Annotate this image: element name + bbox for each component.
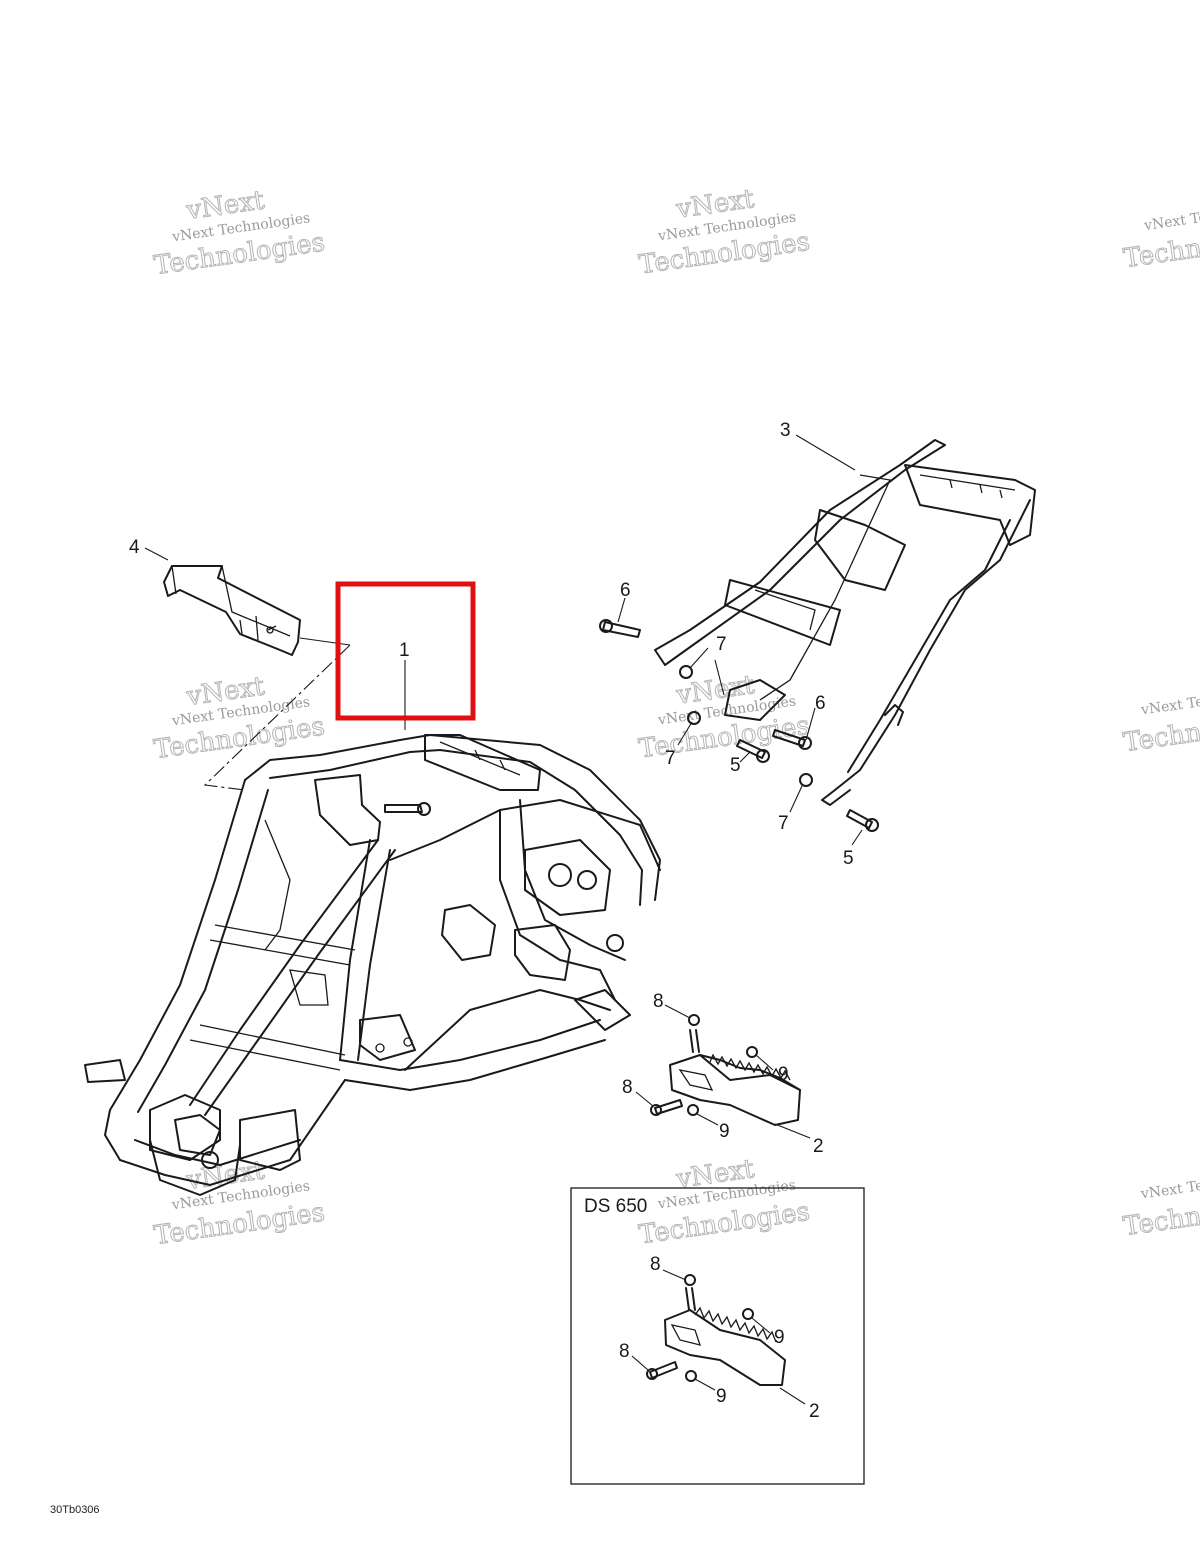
callout-8-left: 8 bbox=[622, 1077, 633, 1098]
part-3-subframe bbox=[654, 439, 1036, 806]
watermark-text: vNext Technologies bbox=[1139, 683, 1200, 718]
callout-8-inset-top: 8 bbox=[650, 1254, 661, 1275]
part-1-main-frame bbox=[84, 637, 661, 1196]
callout-7-upper: 7 bbox=[716, 634, 727, 655]
callout-3: 3 bbox=[780, 420, 791, 441]
leader-lines bbox=[144, 434, 863, 1405]
callout-2-main: 2 bbox=[813, 1136, 824, 1157]
callout-7-left: 7 bbox=[665, 748, 676, 769]
callout-6-lower: 6 bbox=[815, 693, 826, 714]
part-4-bracket bbox=[163, 565, 301, 656]
watermark-text: vNext Technologies bbox=[1142, 199, 1200, 234]
watermark-mid-center: vNext vNext Technologies Technologies bbox=[636, 670, 812, 765]
callout-1: 1 bbox=[399, 640, 410, 661]
watermark-mid-right: vNext Technologies Technologies bbox=[1121, 683, 1200, 758]
callout-9-inset-lower: 9 bbox=[716, 1386, 727, 1407]
watermark-bottom-right: vNext Technologies Technologies bbox=[1121, 1167, 1200, 1242]
watermark-text: vNext Technologies bbox=[1139, 1167, 1200, 1202]
watermark-top-left: vNext vNext Technologies Technologies bbox=[152, 185, 328, 282]
callout-4: 4 bbox=[129, 537, 140, 558]
highlight-box-part-1 bbox=[335, 581, 476, 721]
inset-title: DS 650 bbox=[584, 1196, 647, 1217]
callout-2-inset: 2 bbox=[809, 1401, 820, 1422]
watermark-top-right: vNext Technologies Technologies bbox=[1121, 199, 1200, 275]
inset-ds650: DS 650 bbox=[570, 1187, 865, 1485]
watermark-top-center: vNext vNext Technologies Technologies bbox=[637, 184, 813, 281]
callout-6-upper: 6 bbox=[620, 580, 631, 601]
drawing-code: 30Tb0306 bbox=[50, 1504, 100, 1516]
callout-7-lower: 7 bbox=[778, 813, 789, 834]
callout-5-left: 5 bbox=[730, 755, 741, 776]
callouts: 1 4 3 6 7 6 7 5 7 5 8 8 9 9 2 8 8 9 9 2 bbox=[129, 420, 854, 1422]
watermark-mid-left: vNext vNext Technologies Technologies bbox=[151, 671, 327, 766]
callout-9-right: 9 bbox=[778, 1064, 789, 1085]
callout-8-inset-left: 8 bbox=[619, 1341, 630, 1362]
callout-9-inset-right: 9 bbox=[774, 1327, 785, 1348]
callout-5-lower: 5 bbox=[843, 848, 854, 869]
watermark-bottom-left: vNext vNext Technologies Technologies bbox=[152, 1155, 328, 1252]
inset-footrest bbox=[646, 1274, 786, 1386]
fasteners-subframe bbox=[599, 619, 879, 832]
callout-9-lower: 9 bbox=[719, 1121, 730, 1142]
part-2-footrest bbox=[650, 1014, 801, 1126]
callout-8-top: 8 bbox=[653, 991, 664, 1012]
watermark-bottom-center: vNext vNext Technologies Technologies bbox=[637, 1154, 813, 1251]
